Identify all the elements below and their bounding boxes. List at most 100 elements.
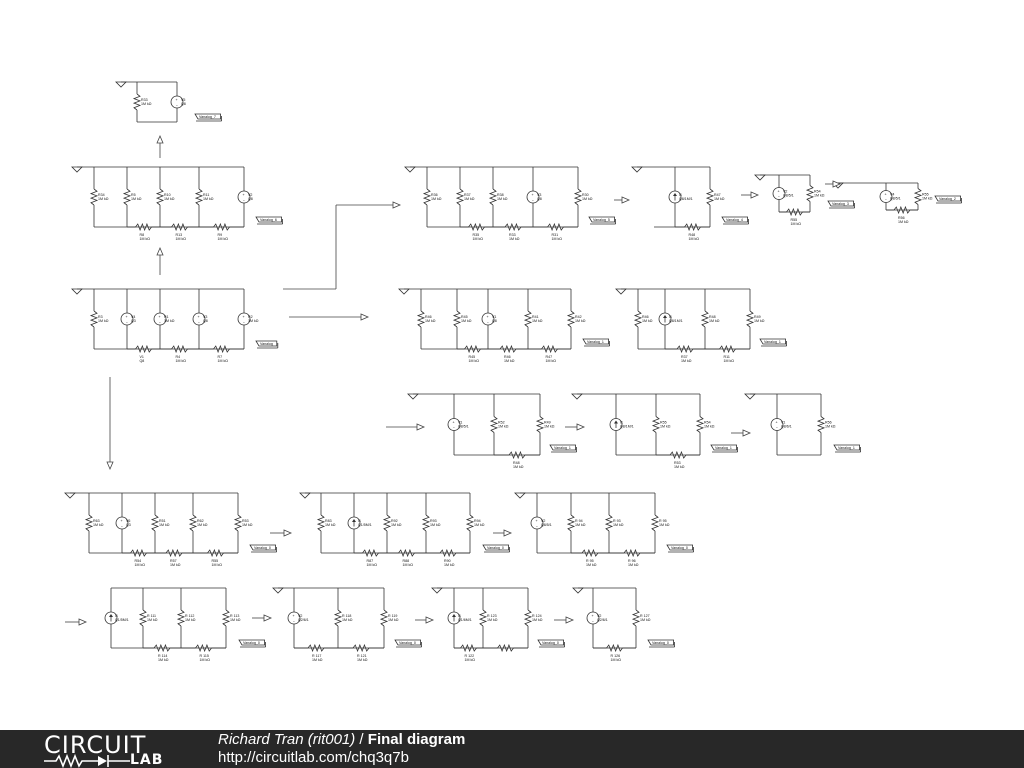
svg-text:R55: R55 [212, 559, 219, 563]
svg-text:1M kΩ: 1M kΩ [497, 197, 508, 201]
svg-text:Q8: Q8 [203, 319, 208, 323]
svg-text:Q8/5/1: Q8/5/1 [541, 523, 552, 527]
svg-text:R 122: R 122 [465, 654, 475, 658]
svg-text:R46: R46 [504, 355, 511, 359]
svg-text:+: + [198, 315, 200, 319]
svg-text:Vanalog_2: Vanalog_2 [939, 197, 956, 201]
svg-text:R 127: R 127 [640, 614, 650, 618]
svg-text:R88: R88 [403, 559, 410, 563]
svg-text:1M kΩ: 1M kΩ [325, 523, 336, 527]
svg-text:R37: R37 [681, 355, 688, 359]
net-tag: Vanalog_0 [238, 639, 267, 648]
svg-text:R38: R38 [497, 193, 504, 197]
svg-text:−: − [592, 620, 594, 624]
svg-text:R 114: R 114 [158, 654, 167, 658]
svg-text:1M kΩ: 1M kΩ [922, 197, 933, 201]
svg-text:−: − [159, 321, 161, 325]
svg-text:1M kΩ: 1M kΩ [724, 359, 735, 363]
svg-text:I1: I1 [358, 519, 361, 523]
svg-text:Q3: Q3 [131, 319, 136, 323]
svg-text:Vanalog_0: Vanalog_0 [652, 641, 669, 645]
svg-text:R 95: R 95 [659, 519, 667, 523]
svg-text:R90: R90 [444, 559, 451, 563]
svg-text:R11: R11 [724, 355, 730, 359]
svg-text:R 93: R 93 [613, 519, 621, 523]
flow-arrow [731, 429, 752, 437]
net-tag: Vanalog_0 [666, 544, 694, 553]
svg-text:1M kΩ: 1M kΩ [498, 425, 509, 429]
svg-text:+: + [592, 614, 594, 618]
svg-text:−: − [121, 525, 123, 529]
svg-text:1M kΩ: 1M kΩ [212, 563, 223, 567]
svg-text:R46: R46 [425, 315, 432, 319]
diagram-url[interactable]: http://circuitlab.com/chq3q7b [218, 749, 409, 766]
svg-text:1M kΩ: 1M kΩ [709, 319, 720, 323]
svg-text:R93: R93 [430, 519, 437, 523]
flow-arrow [106, 377, 114, 471]
svg-text:−: − [293, 620, 295, 624]
svg-text:Vanalog_4: Vanalog_4 [726, 218, 743, 222]
svg-text:R55: R55 [660, 421, 667, 425]
svg-text:−: − [243, 199, 245, 203]
svg-text:1M kΩ: 1M kΩ [159, 523, 170, 527]
svg-text:Q2/6/1: Q2/6/1 [298, 618, 309, 622]
svg-text:R34: R34 [98, 193, 105, 197]
author-link[interactable]: Richard Tran (rit001) [218, 731, 356, 748]
circuitlab-logo[interactable]: CIRCUIT LAB [44, 732, 184, 768]
svg-text:Vanalog_1: Vanalog_1 [838, 446, 855, 450]
svg-text:1M kΩ: 1M kΩ [425, 319, 436, 323]
svg-text:R54: R54 [814, 190, 821, 194]
svg-text:Vanalog_0: Vanalog_0 [487, 546, 504, 550]
svg-text:R55: R55 [791, 218, 798, 222]
svg-text:R31: R31 [552, 233, 559, 237]
svg-text:R62: R62 [197, 519, 204, 523]
svg-text:R7: R7 [218, 355, 223, 359]
svg-text:1M kΩ: 1M kΩ [197, 523, 208, 527]
logo-resistor-diode-icon [44, 754, 130, 768]
svg-text:V2: V2 [541, 519, 545, 523]
svg-text:1M kΩ: 1M kΩ [230, 618, 241, 622]
svg-text:+: + [453, 421, 455, 425]
net-tag: Vanalog [255, 340, 279, 349]
svg-text:1M kΩ: 1M kΩ [464, 197, 475, 201]
svg-text:R47: R47 [546, 355, 553, 359]
net-tag: Vanalog_5 [588, 216, 616, 225]
svg-text:R37: R37 [464, 193, 471, 197]
svg-text:1M kΩ: 1M kΩ [218, 359, 229, 363]
net-tag: Vanalog_1 [549, 444, 577, 453]
svg-text:V2: V2 [597, 614, 601, 618]
svg-text:1M kΩ: 1M kΩ [248, 319, 259, 323]
svg-text:R11: R11 [203, 193, 209, 197]
svg-text:Vanalog_7: Vanalog_7 [199, 115, 216, 119]
svg-text:−: − [536, 525, 538, 529]
net-tag: Vanalog_1 [833, 444, 861, 453]
svg-text:R8: R8 [140, 233, 145, 237]
svg-text:1M kΩ: 1M kΩ [461, 319, 472, 323]
svg-text:1M kΩ: 1M kΩ [898, 220, 909, 224]
svg-text:R33: R33 [141, 98, 148, 102]
svg-text:1M kΩ: 1M kΩ [582, 197, 593, 201]
svg-text:1M kΩ: 1M kΩ [203, 197, 214, 201]
footer-bar: CIRCUIT LAB Richard Tran (rit001) / Fina… [0, 730, 1024, 768]
svg-text:1M kΩ: 1M kΩ [791, 222, 802, 226]
